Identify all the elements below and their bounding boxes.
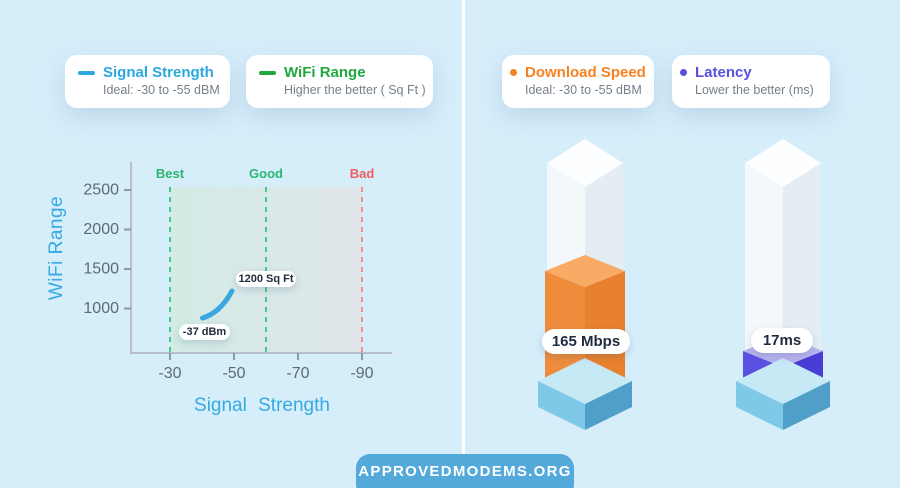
good-zone-label: Good: [249, 166, 283, 181]
legend-title: Signal Strength: [103, 64, 214, 81]
column-top-face: [745, 139, 821, 187]
download-speed-value-pill: 165 Mbps: [542, 329, 630, 354]
legend-title: WiFi Range: [284, 64, 366, 81]
legend-subtitle: Lower the better (ms): [695, 83, 814, 97]
signal-strength-dash-icon: [78, 70, 95, 75]
legend-title: Download Speed: [525, 64, 646, 81]
y-tick-label: 1500: [83, 261, 119, 278]
panel-divider: [462, 0, 465, 456]
x-tick-label: -50: [222, 365, 245, 382]
base-left-face: [538, 381, 585, 430]
base-right-face: [585, 381, 632, 430]
download-speed-bar: [538, 139, 632, 430]
x-tick-label: -70: [286, 365, 309, 382]
download-fill-top-face: [545, 255, 625, 287]
column-top-face: [547, 139, 623, 187]
bad-zone-label: Bad: [350, 166, 375, 181]
legend-subtitle: Ideal: -30 to -55 dBM: [525, 83, 642, 97]
latency-dot-icon: [680, 69, 687, 76]
badge-label: APPROVEDMODEMS.ORG: [358, 463, 572, 480]
y-tick-label: 2500: [83, 182, 119, 199]
approvedmodems-badge[interactable]: APPROVEDMODEMS.ORG: [356, 454, 574, 488]
y-tick-label: 1000: [83, 300, 119, 317]
wifi-range-annotation-pill: 1200 Sq Ft: [236, 271, 296, 287]
download-speed-dot-icon: [510, 69, 517, 76]
latency-bar: [736, 139, 830, 430]
signal-annotation-pill: -37 dBm: [179, 324, 230, 340]
signal-range-chart: 2500 2000 1500 1000 -30 -50 -70 -90 Best…: [83, 162, 392, 382]
signal-range-curve: [200, 288, 235, 321]
latency-value-pill: 17ms: [751, 328, 813, 353]
y-tick-label: 2000: [83, 221, 119, 238]
x-tick-label: -30: [158, 365, 181, 382]
wifi-range-dash-icon: [259, 70, 276, 75]
legend-subtitle: Ideal: -30 to -55 dBM: [103, 83, 220, 97]
best-zone-label: Best: [156, 166, 185, 181]
legend-card-wifi-range: WiFi Range Higher the better ( Sq Ft ): [246, 55, 433, 108]
base-left-face: [736, 381, 783, 430]
legend-title: Latency: [695, 64, 752, 81]
legend-card-latency: Latency Lower the better (ms): [672, 55, 830, 108]
x-axis-title: Signal Strength: [194, 395, 330, 416]
legend-subtitle: Higher the better ( Sq Ft ): [284, 83, 426, 97]
legend-card-signal-strength: Signal Strength Ideal: -30 to -55 dBM: [65, 55, 230, 108]
legend-card-download-speed: Download Speed Ideal: -30 to -55 dBM: [502, 55, 654, 108]
x-tick-label: -90: [350, 365, 373, 382]
base-right-face: [783, 381, 830, 430]
